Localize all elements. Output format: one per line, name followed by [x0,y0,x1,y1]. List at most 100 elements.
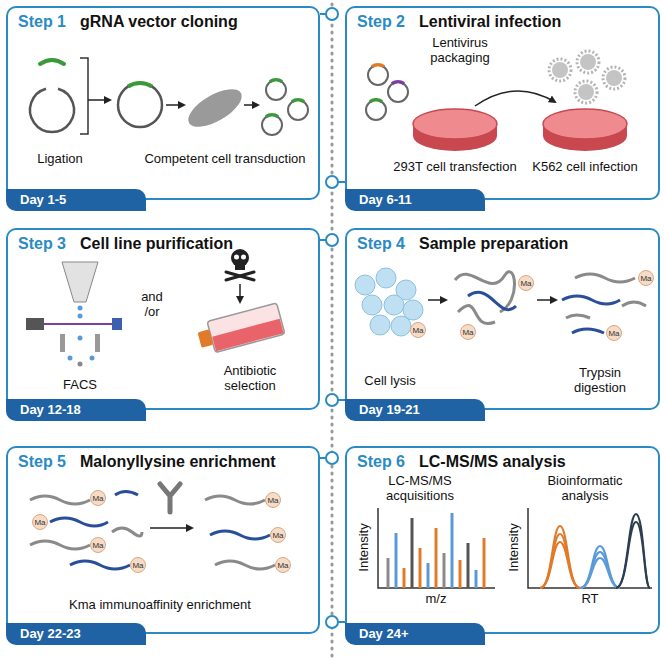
ms-spectrum-chart-part [459,560,462,588]
enrichment-illustration-part [30,496,90,504]
step-header: Step 2Lentiviral infection [357,13,650,31]
day-tab: Day 24+ [345,623,485,645]
cloning-illustration-part [266,80,286,100]
cloning-illustration-part [166,104,184,106]
lentivirus-illustration-part [552,62,568,78]
facs-illustration-part [78,314,83,319]
ms-spectrum-chart [378,508,495,588]
step-header: Step 6LC-MS/MS analysis [357,453,650,471]
chromatogram-chart-part [580,546,620,588]
chromatogram-chart-part [540,534,580,588]
antibiotic-illustration-part [234,255,239,260]
cloning-illustration-part [80,58,88,134]
step-caption: RT [560,592,620,607]
enrichment-illustration-part [30,541,90,549]
step-header: Step 4Sample preparation [357,235,650,253]
step-caption: Competent cell transduction [135,152,315,167]
facs-illustration-part [68,356,73,361]
day-label: Day 19-21 [359,402,420,417]
timeline-part [326,452,338,464]
ms-spectrum-chart-part [467,543,470,588]
enrichment-illustration-part [50,518,108,526]
ms-spectrum-chart-part [419,548,422,588]
step-caption: and /or [132,290,172,320]
lentivirus-illustration-part [388,82,408,102]
step-header: Step 1gRNA vector cloning [18,13,310,31]
malonyl-badge: Ma [32,514,48,530]
step-caption: Bioinformatic analysis [533,474,637,504]
lysis-illustration-part [370,315,390,335]
facs-illustration-part [78,306,83,311]
step-title: Sample preparation [419,235,568,252]
ms-spectrum-chart-part [403,568,406,588]
chromatogram-chart-part [616,514,650,588]
lentivirus-illustration-part [372,65,384,67]
day-label: Day 1-5 [20,192,66,207]
day-label: Day 12-18 [20,402,81,417]
day-tab: Day 6-11 [345,189,485,211]
cloning-illustration-part [183,82,248,135]
lysis-illustration-part [384,295,404,315]
lysis-illustration-part [622,302,646,306]
day-tab: Day 12-18 [6,399,146,421]
antibiotic-illustration [195,249,284,356]
step-title: LC-MS/MS analysis [419,453,566,470]
day-tab: Day 22-23 [6,623,146,645]
ms-spectrum-chart-part [395,533,398,588]
enrichment-illustration-part [70,561,130,569]
facs-illustration-part [78,336,83,341]
ms-spectrum-chart-part [427,563,430,588]
day-label: Day 6-11 [359,192,412,207]
lentivirus-illustration-part [549,59,571,81]
enrichment-illustration-part [150,527,192,529]
malonyl-badge: Ma [410,322,426,338]
facs-illustration-part [78,362,83,367]
timeline-part [338,181,345,183]
lentivirus-illustration-part [577,51,599,73]
lysis-illustration-part [428,299,446,301]
malonyl-badge: Ma [275,557,291,573]
malonyl-badge: Ma [518,275,534,291]
cloning-illustration-part [88,99,110,101]
lentivirus-illustration-part [370,100,382,102]
malonyl-badge: Ma [265,492,281,508]
antibiotic-illustration-part [195,303,284,356]
lentivirus-illustration-part [475,91,555,106]
cloning-illustration-part [40,60,64,64]
lysis-illustration-part [566,315,590,318]
timeline-part [326,616,338,628]
cloning-illustration-part [270,80,282,82]
timeline-part [326,176,338,188]
step-caption: Antibiotic selection [208,364,292,394]
malonyl-badge: Ma [130,557,146,573]
chromatogram-chart-part [540,542,580,588]
lentivirus-illustration-part [603,67,625,89]
facs-illustration-part [62,262,98,302]
ms-spectrum-chart-part [411,518,414,588]
step-header: Step 3Cell line purification [18,235,310,253]
step-caption: m/z [406,592,466,607]
lysis-illustration-part [376,268,396,288]
lysis-illustration-part [468,292,516,309]
chromatogram-chart-part [580,552,620,588]
step-caption: Lentivirus packaging [415,36,505,66]
cloning-illustration-part [30,89,74,132]
enrichment-illustration-part [160,484,180,512]
enrichment-illustration-part [205,496,265,504]
lysis-illustration-part [458,306,495,324]
chromatogram-chart-part [528,508,652,588]
enrichment-illustration-part [215,561,275,569]
chromatogram-chart-part [616,522,650,588]
step-caption: 293T cell transfection [380,160,530,175]
cloning-illustration-part [288,100,308,120]
axis-label: Intensity [507,507,522,587]
lentivirus-illustration-part [578,84,594,100]
malonyl-badge: Ma [90,537,106,553]
facs-illustration-part [44,323,112,325]
facs-illustration-part [60,334,65,352]
step-header: Step 5Malonyllysine enrichment [18,453,310,471]
timeline-part [326,394,338,406]
day-label: Day 24+ [359,626,409,641]
lysis-illustration-part [362,295,382,315]
